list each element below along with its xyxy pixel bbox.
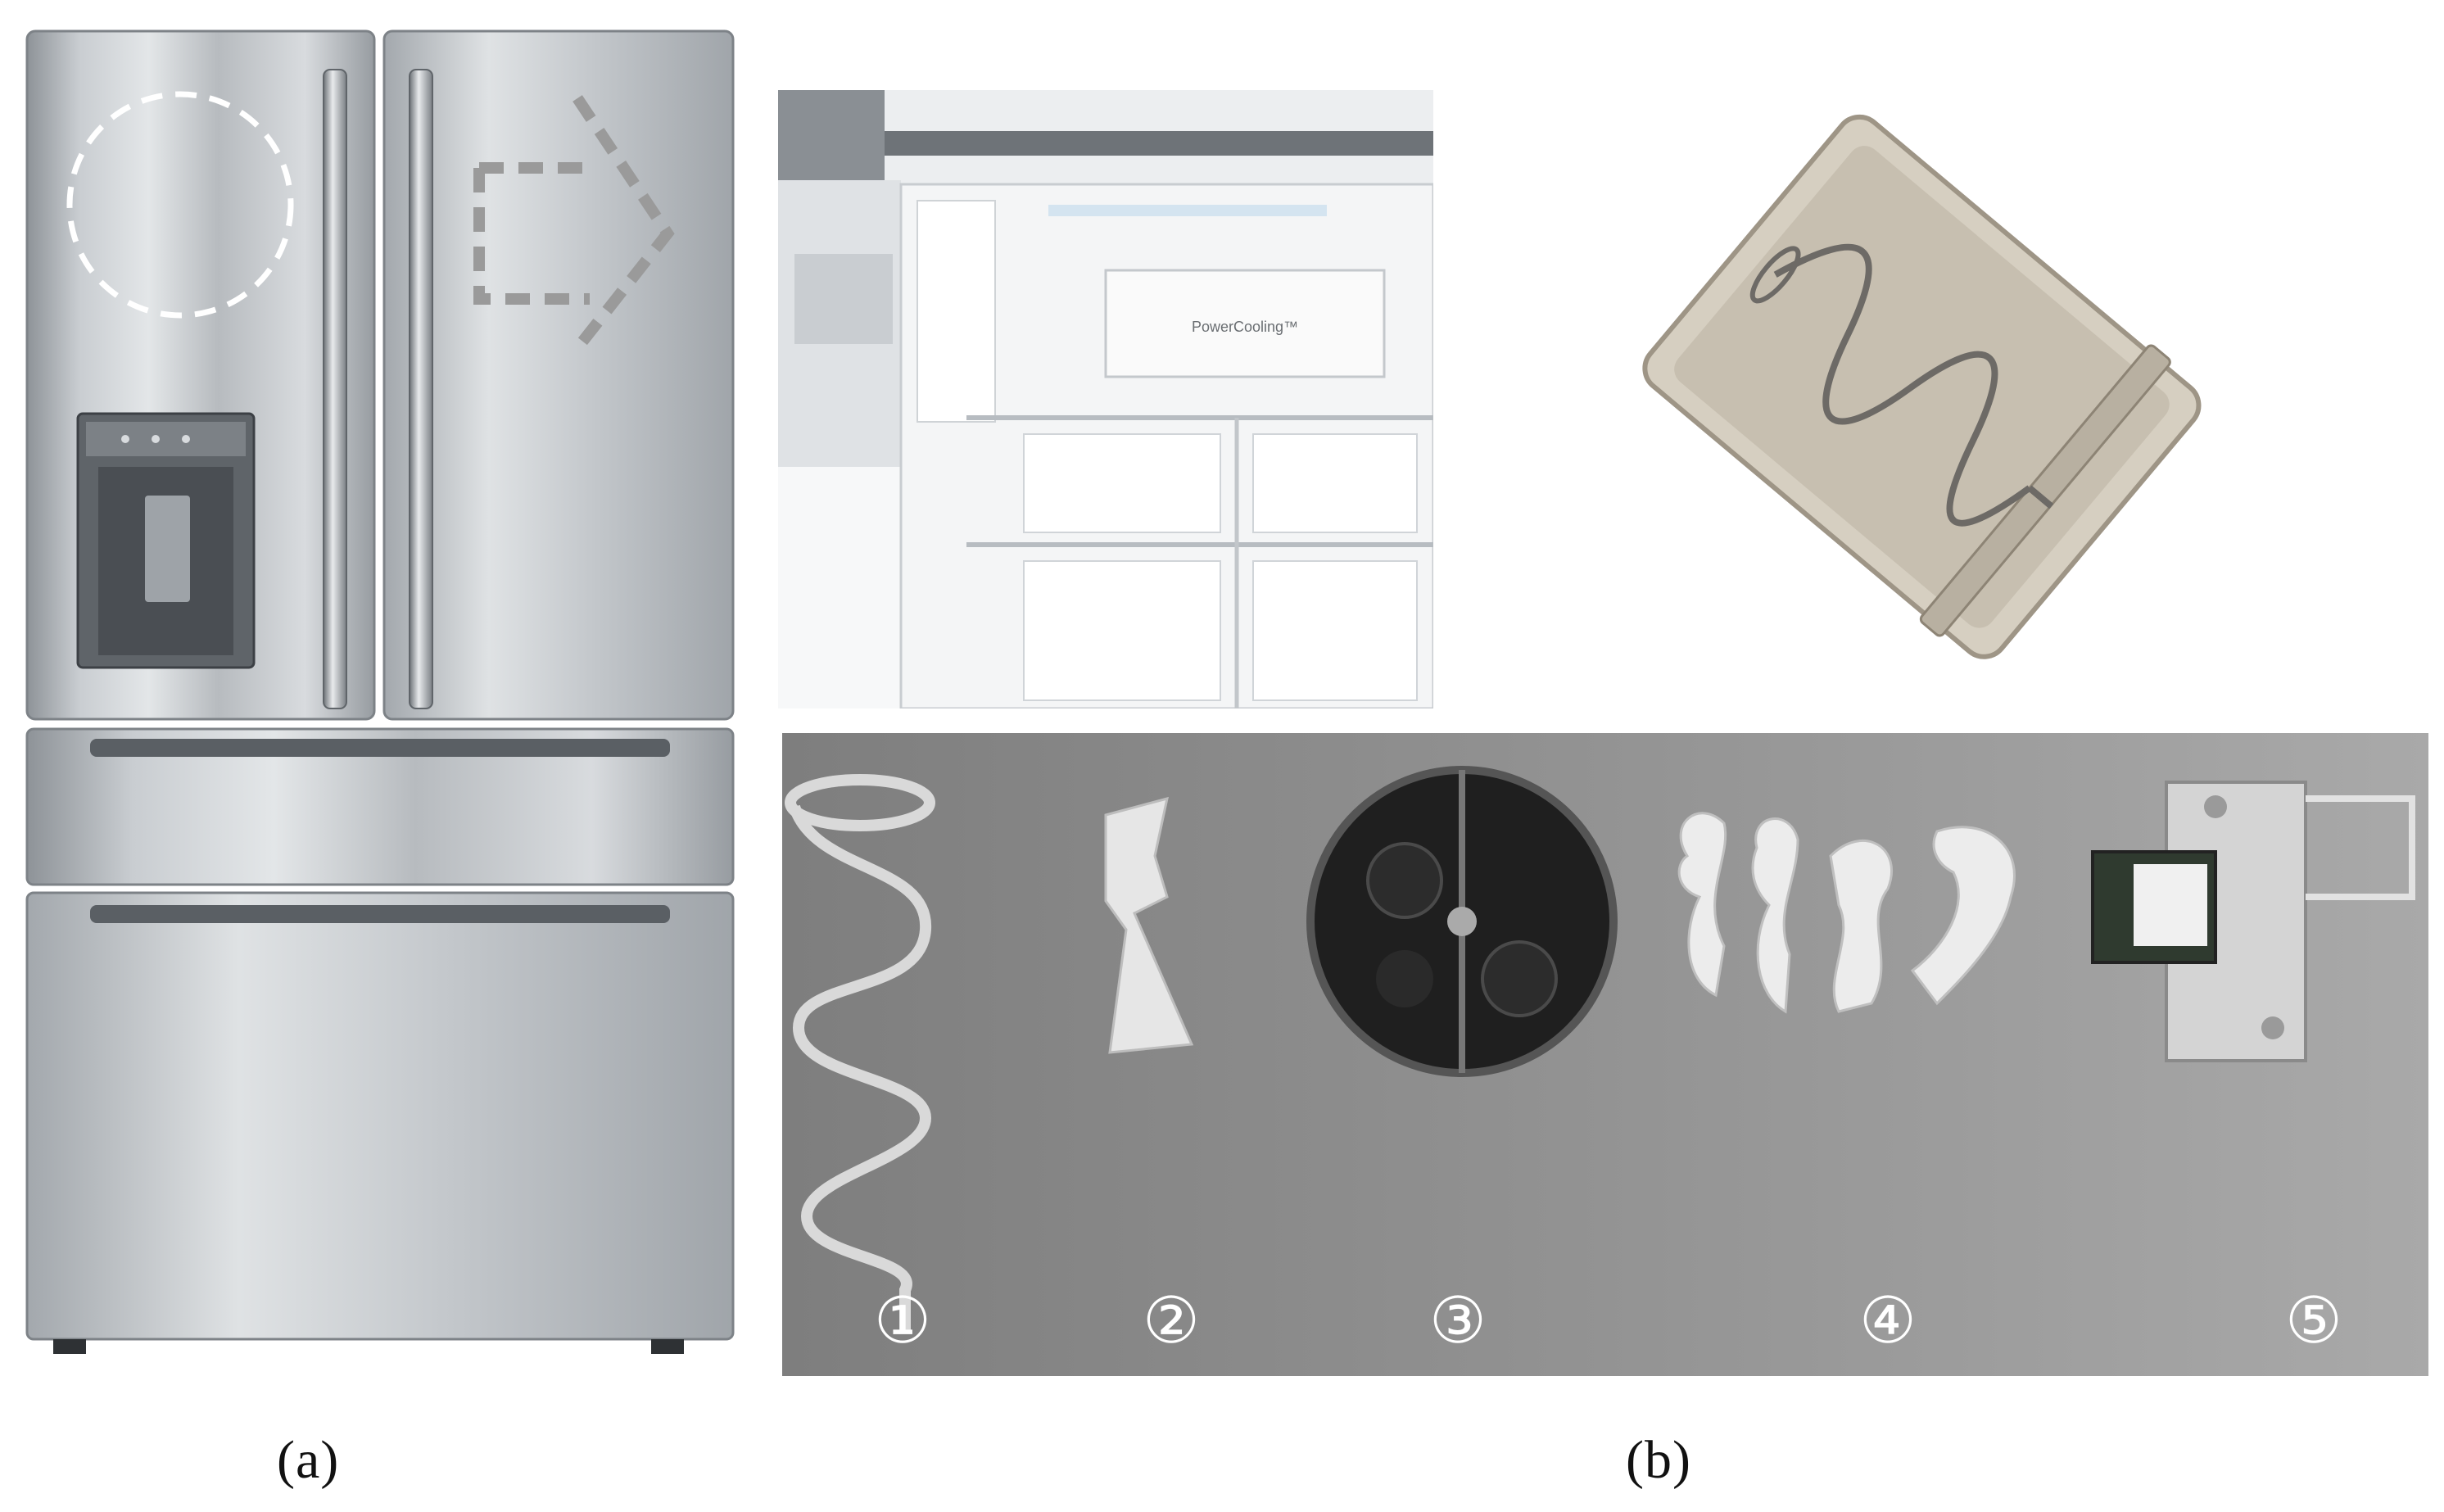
ice-maker-components-photo: ① ② ③ ④ ⑤: [782, 733, 2428, 1376]
caption-a: (a): [277, 1430, 340, 1490]
component-number-1: ①: [874, 1284, 931, 1358]
ice-bin-photo: [1556, 49, 2277, 737]
impeller-wheel-icon: [1306, 766, 1618, 1077]
component-number-5: ⑤: [2285, 1284, 2342, 1358]
spring-coil-icon: [785, 774, 935, 1331]
component-number-4: ④: [1859, 1284, 1917, 1358]
motor-gearbox-icon: [2091, 781, 2415, 1062]
refrigerator-interior-photo: PowerCooling™: [778, 90, 1433, 708]
component-number-2: ②: [1143, 1284, 1200, 1358]
component-number-3: ③: [1429, 1284, 1487, 1358]
paddle-blade-icon: [1104, 796, 1194, 1054]
cutter-blade-icon: [1677, 812, 2016, 1014]
interior-display-label: PowerCooling™: [1192, 319, 1298, 335]
refrigerator-exterior-photo: [20, 25, 741, 1376]
caption-b: (b): [1626, 1430, 1691, 1490]
